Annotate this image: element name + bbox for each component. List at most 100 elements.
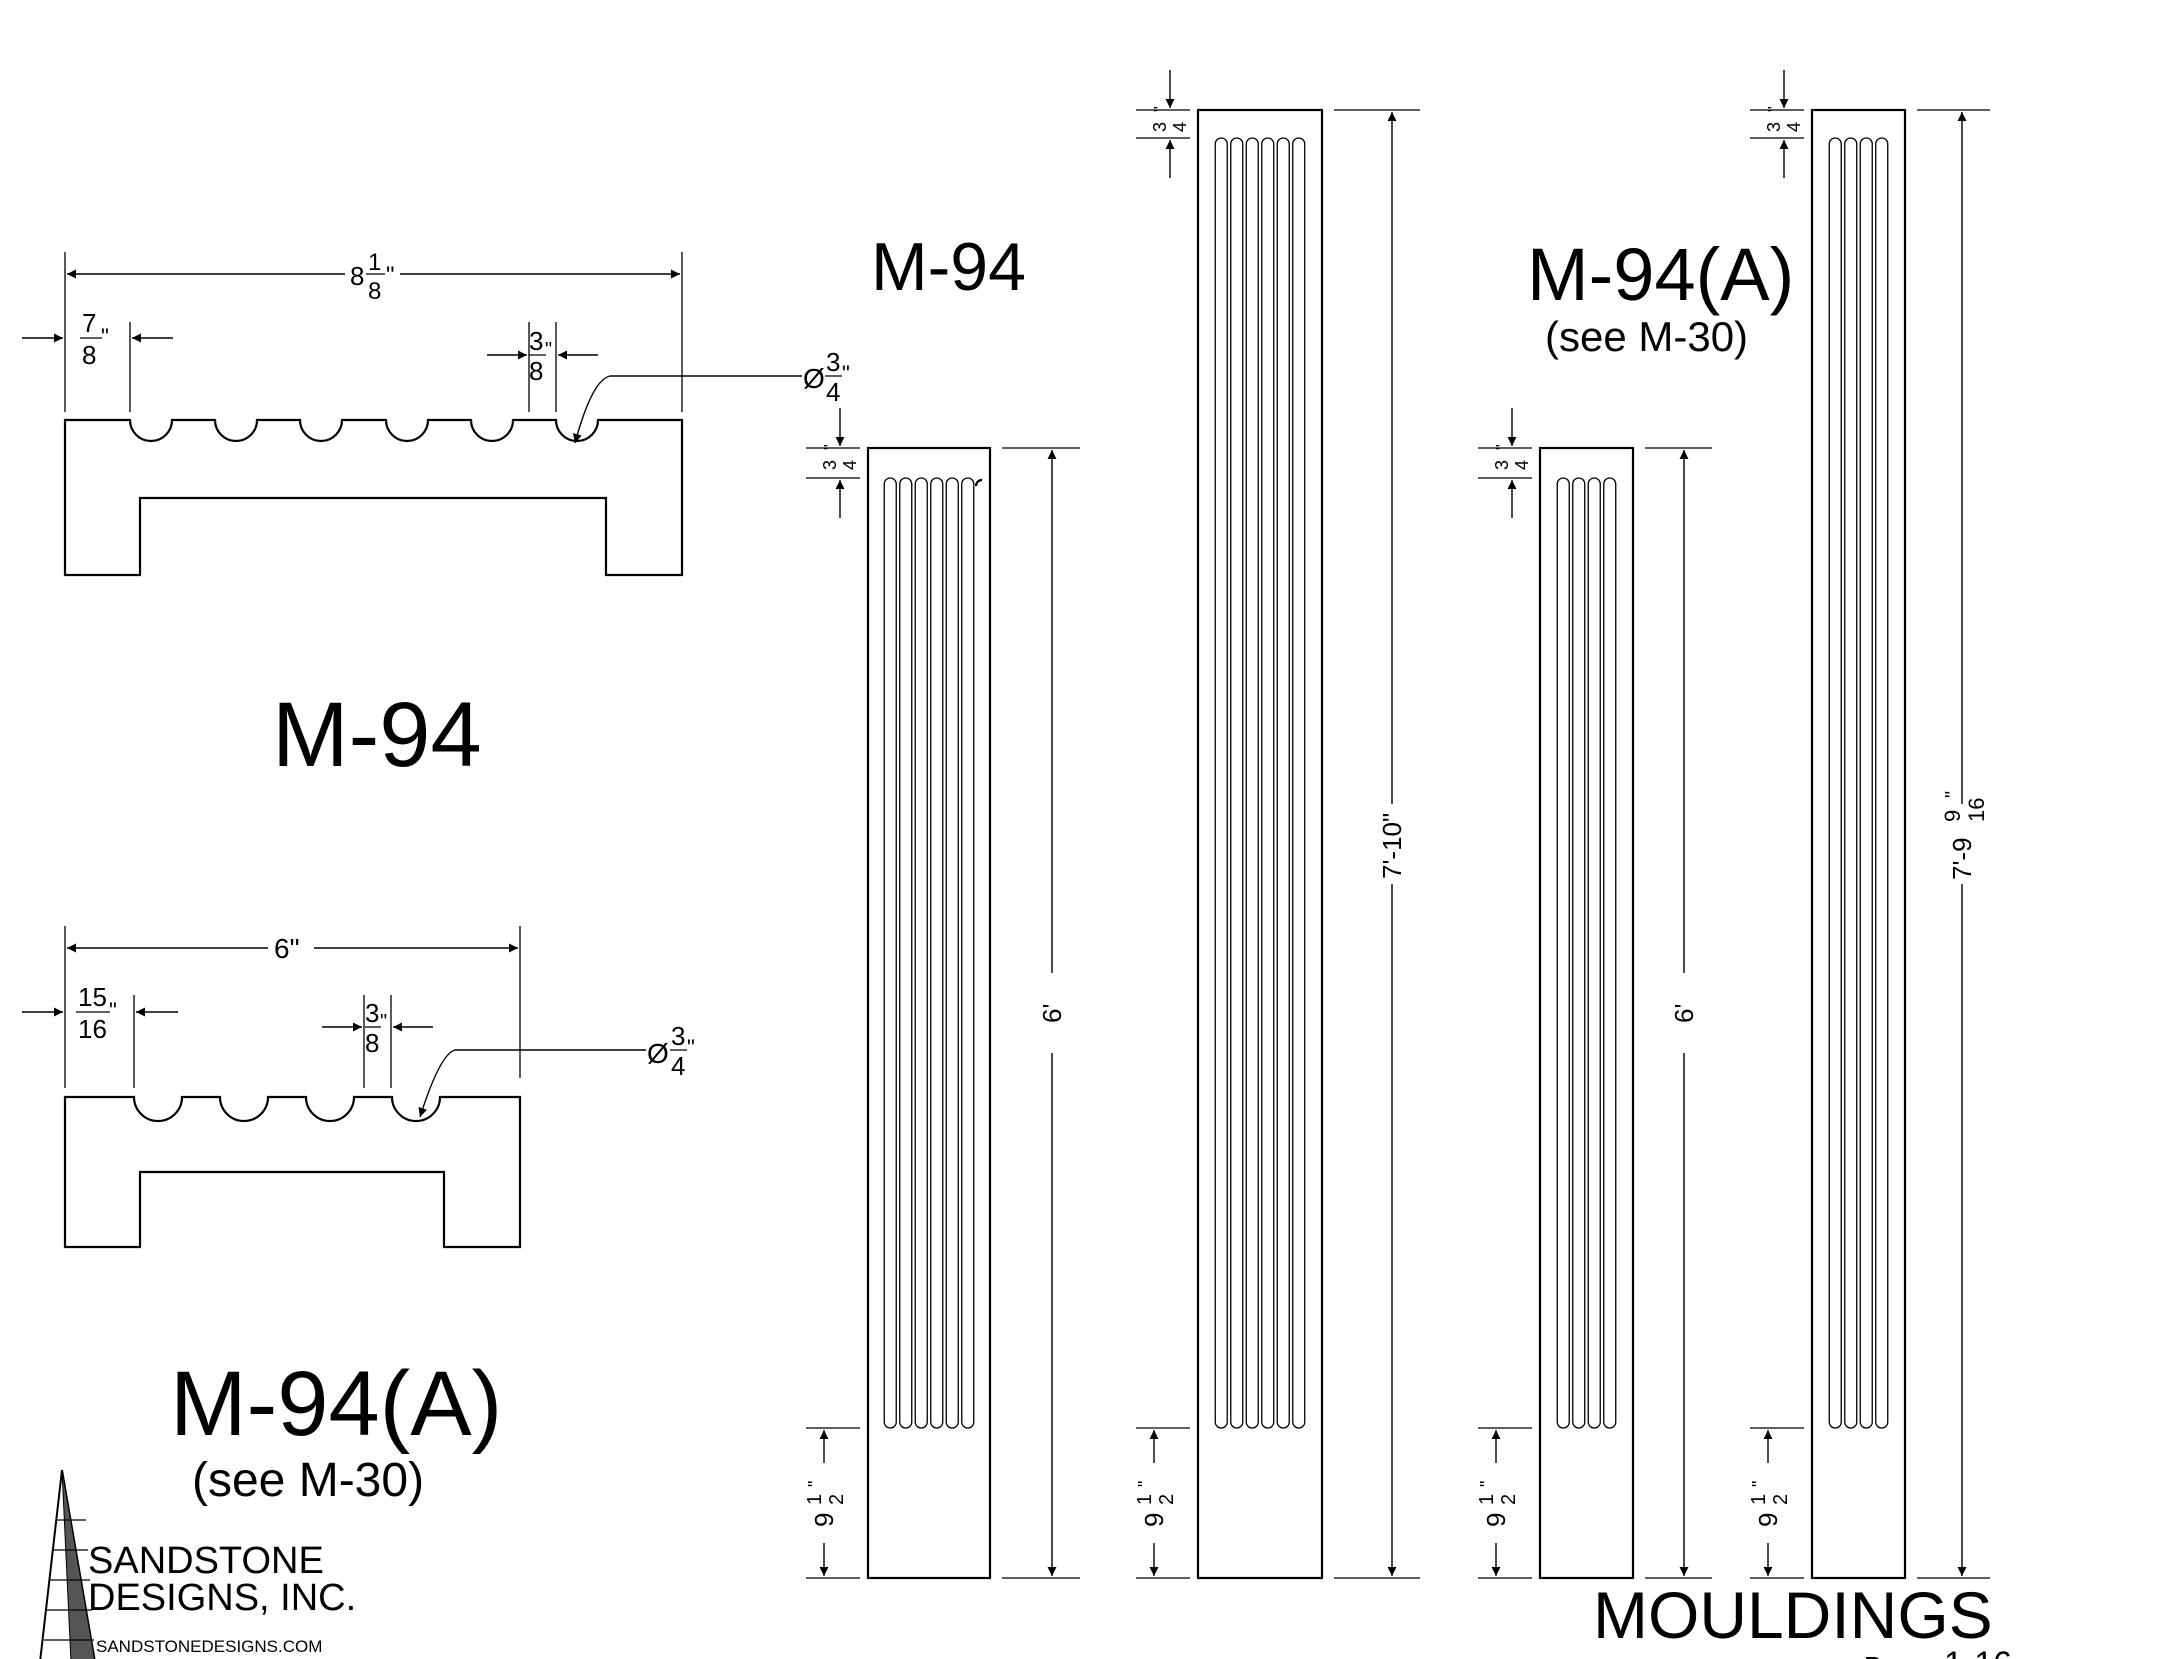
m94-short-flute <box>961 477 975 1429</box>
m94a-tall-base-num: 1 <box>1748 1494 1770 1505</box>
m94-overall-unit: " <box>386 262 395 289</box>
m94a-edge-den: 16 <box>78 1014 107 1044</box>
m94a-tall-base-den: 2 <box>1770 1494 1792 1505</box>
m94a-tall-top-den: 4 <box>1784 122 1804 132</box>
m94-tall-flute <box>1261 137 1275 1429</box>
m94-short-top-num: 3 <box>820 460 840 470</box>
m94-short-flute <box>945 477 959 1429</box>
m94a-tall-top-unit: " <box>1766 106 1783 112</box>
m94a-tall-flute <box>1859 137 1873 1429</box>
page-label: Page: <box>1864 1651 1932 1659</box>
m94-profile-outline <box>63 418 684 577</box>
m94-short-top-den: 4 <box>840 460 860 470</box>
m94-tall-top-unit: " <box>1152 106 1169 112</box>
m94-profile-title: M-94 <box>272 684 482 786</box>
m94a-tall-pilaster <box>1810 108 1907 1580</box>
m94a-tall-height-num: 9 <box>1940 810 1965 822</box>
m94a-diameter-sym: Ø <box>647 1038 669 1069</box>
m94a-profile-subtitle: (see M-30) <box>192 1454 424 1507</box>
m94a-edge-unit: " <box>109 998 117 1023</box>
m94-diameter-sym: Ø <box>803 363 825 394</box>
m94-tall-top-num: 3 <box>1150 122 1170 132</box>
m94a-profile-outline <box>63 1095 522 1249</box>
m94a-short-flute <box>1603 477 1617 1429</box>
m94-spacing-unit: " <box>545 339 552 361</box>
m94-tall-pilaster <box>1196 108 1324 1580</box>
m94-tall-flute <box>1292 137 1306 1429</box>
m94-short-flute <box>930 477 944 1429</box>
m94-tall-flute <box>1245 137 1259 1429</box>
m94-short-base-int: 9 <box>809 1513 839 1527</box>
m94-tall-base-int: 9 <box>1139 1513 1169 1527</box>
m94a-diameter-unit: " <box>687 1035 695 1060</box>
company-website: SANDSTONEDESIGNS.COM <box>96 1637 322 1656</box>
m94a-elevation-subtitle: (see M-30) <box>1545 313 1748 360</box>
m94-tall-base-num: 1 <box>1134 1494 1156 1505</box>
m94a-tall-height-unit: " <box>1942 791 1964 798</box>
m94-tall-flute <box>1276 137 1290 1429</box>
m94-tall-height-label: 7'-10" <box>1377 813 1407 879</box>
m94-spacing-den: 8 <box>529 356 543 386</box>
m94-short-flute <box>883 477 897 1429</box>
m94a-tall-top-num: 3 <box>1764 122 1784 132</box>
m94-short-flute <box>914 477 928 1429</box>
m94a-tall-base-int: 9 <box>1753 1513 1783 1527</box>
m94-short-height-label: 6' <box>1037 1004 1067 1023</box>
m94-short-top-unit: " <box>822 444 839 450</box>
company-name-line1: SANDSTONE <box>88 1540 324 1582</box>
m94a-short-base-num: 1 <box>1476 1494 1498 1505</box>
pyramid-logo-icon <box>39 1469 96 1659</box>
m94a-elevation-title: M-94(A) <box>1527 233 1794 316</box>
m94a-spacing-unit: " <box>380 1011 387 1033</box>
m94a-short-pilaster <box>1538 446 1635 1580</box>
m94a-tall-height-label: 7'-9 <box>1947 837 1977 880</box>
m94a-profile-title: M-94(A) <box>170 1353 502 1455</box>
m94a-tall-flute <box>1875 137 1889 1429</box>
m94-overall-int: 8 <box>350 261 364 291</box>
m94-edge-den: 8 <box>82 340 96 370</box>
m94a-diameter-num: 3 <box>671 1021 685 1051</box>
m94a-short-base-int: 9 <box>1481 1513 1511 1527</box>
m94-spacing-num: 3 <box>529 326 543 356</box>
m94a-short-flute <box>1572 477 1586 1429</box>
m94-short-pilaster <box>866 446 992 1580</box>
m94a-diameter-den: 4 <box>671 1051 685 1081</box>
m94a-profile-section: 6" 15 16 " 3 8 " Ø 3 4 " M-94(A) (see M-… <box>22 926 695 1507</box>
m94-overall-num: 1 <box>368 249 381 276</box>
m94-edge-num: 7 <box>82 308 96 338</box>
m94-profile-section: 8 1 8 " 7 8 " 3 8 " Ø 3 4 " M-94 <box>22 249 850 786</box>
m94a-tall-height-den: 16 <box>1964 798 1989 822</box>
m94-tall-flute <box>1214 137 1228 1429</box>
m94-elevation-title: M-94 <box>871 229 1026 305</box>
m94a-tall-flute <box>1828 137 1842 1429</box>
m94a-short-top-num: 3 <box>1492 460 1512 470</box>
m94a-short-flute <box>1556 477 1570 1429</box>
page-number: 1-16 <box>1944 1645 2012 1659</box>
section-title: MOULDINGS <box>1593 1578 1993 1652</box>
m94a-edge-num: 15 <box>78 982 107 1012</box>
m94a-short-top-den: 4 <box>1512 460 1532 470</box>
company-name-line2: DESIGNS, INC. <box>88 1577 356 1619</box>
m94-diameter-unit: " <box>842 361 850 386</box>
m94-tall-top-den: 4 <box>1170 122 1190 132</box>
m94a-short-base-den: 2 <box>1498 1494 1520 1505</box>
m94-short-base-unit: " <box>805 1481 825 1487</box>
m94a-spacing-num: 3 <box>365 998 379 1028</box>
m94-edge-unit: " <box>101 324 109 349</box>
m94-short-base-den: 2 <box>826 1494 848 1505</box>
m94-tall-flute <box>1230 137 1244 1429</box>
m94a-spacing-den: 8 <box>365 1028 379 1058</box>
m94a-short-base-unit: " <box>1477 1481 1497 1487</box>
m94-short-flute-cap <box>974 478 983 487</box>
m94-diameter-den: 4 <box>826 377 840 407</box>
m94-tall-base-unit: " <box>1135 1481 1155 1487</box>
m94-tall-base-den: 2 <box>1156 1494 1178 1505</box>
m94-diameter-num: 3 <box>826 347 840 377</box>
m94a-short-top-unit: " <box>1494 444 1511 450</box>
m94a-short-height-label: 6' <box>1669 1004 1699 1023</box>
m94a-tall-flute <box>1844 137 1858 1429</box>
m94a-short-flute <box>1587 477 1601 1429</box>
m94a-tall-base-unit: " <box>1749 1481 1769 1487</box>
